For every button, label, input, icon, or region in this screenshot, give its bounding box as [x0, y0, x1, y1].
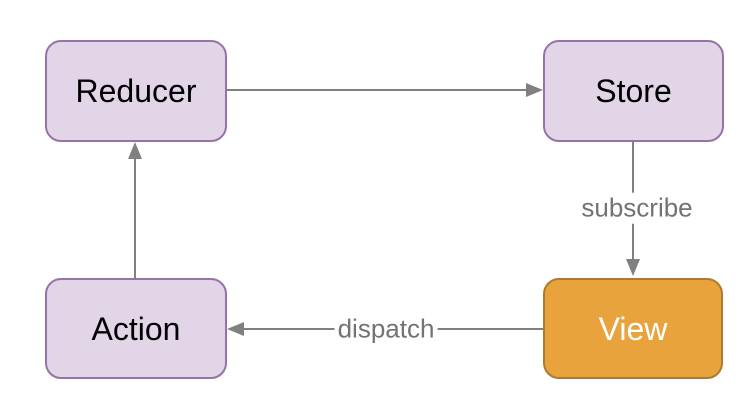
edge-reducer-to-store-line — [227, 89, 526, 91]
edge-label-subscribe: subscribe — [578, 192, 696, 224]
node-store: Store — [543, 40, 724, 142]
node-view-label: View — [598, 310, 668, 347]
edge-action-to-reducer-line — [134, 159, 136, 278]
node-reducer-label: Reducer — [75, 73, 197, 109]
node-view: View — [543, 278, 723, 379]
edge-label-dispatch: dispatch — [334, 313, 438, 345]
node-reducer: Reducer — [45, 40, 227, 142]
arrowhead-down-icon — [626, 259, 640, 276]
node-store-label: Store — [595, 73, 672, 109]
arrowhead-up-icon — [128, 142, 142, 159]
arrowhead-left-icon — [227, 322, 244, 336]
node-action-label: Action — [91, 310, 181, 347]
arrowhead-right-icon — [526, 83, 543, 97]
node-action: Action — [45, 278, 227, 379]
